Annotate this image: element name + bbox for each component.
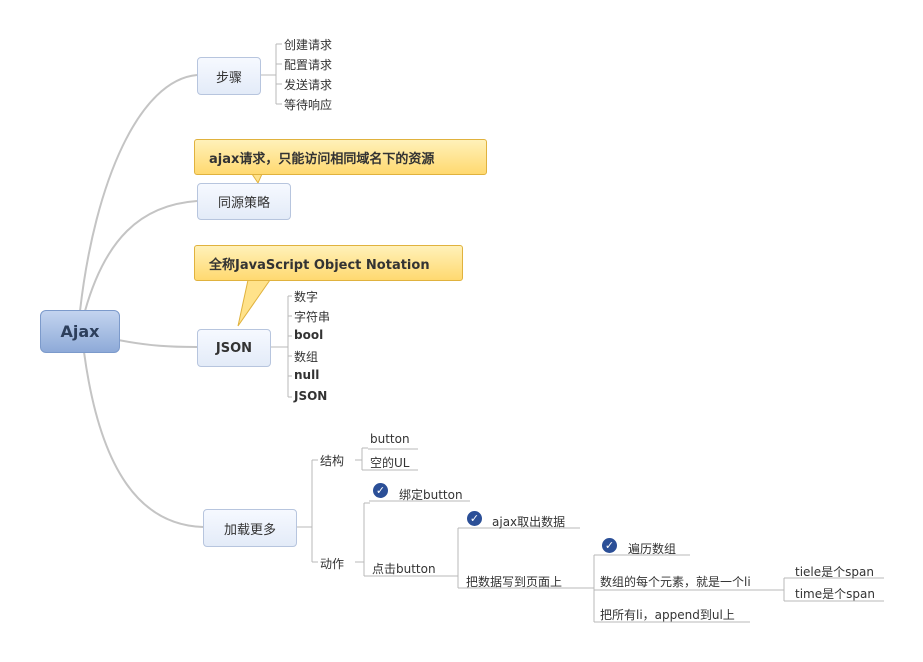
json-json[interactable]: JSON xyxy=(294,389,328,403)
step-create[interactable]: 创建请求 xyxy=(284,38,333,52)
json-array[interactable]: 数组 xyxy=(294,350,319,364)
action-append-all[interactable]: 把所有li，append到ul上 xyxy=(600,608,735,622)
note-json[interactable]: 全称JavaScript Object Notation xyxy=(194,245,463,281)
note-same-origin[interactable]: ajax请求，只能访问相同域名下的资源 xyxy=(194,139,487,175)
step-send[interactable]: 发送请求 xyxy=(284,78,333,92)
action-fetch-data[interactable]: ajax取出数据 xyxy=(492,515,566,529)
topic-load-more[interactable]: 加载更多 xyxy=(203,509,297,547)
step-configure[interactable]: 配置请求 xyxy=(284,58,333,72)
topic-steps[interactable]: 步骤 xyxy=(197,57,261,95)
detail-time-span[interactable]: time是个span xyxy=(795,587,875,601)
root-topic[interactable]: Ajax xyxy=(40,310,120,353)
checkmark-icon: ✓ xyxy=(467,511,482,526)
structure-ul[interactable]: 空的UL xyxy=(370,456,410,470)
action-write-data[interactable]: 把数据写到页面上 xyxy=(466,575,563,589)
topic-json[interactable]: JSON xyxy=(197,329,271,367)
branch-structure[interactable]: 结构 xyxy=(320,454,345,468)
action-click-button[interactable]: 点击button xyxy=(372,562,436,576)
action-each-element[interactable]: 数组的每个元素，就是一个li xyxy=(600,575,751,589)
detail-title-span[interactable]: tiele是个span xyxy=(795,565,874,579)
json-null[interactable]: null xyxy=(294,368,320,382)
action-bind-button[interactable]: 绑定button xyxy=(399,488,463,502)
json-number[interactable]: 数字 xyxy=(294,290,319,304)
step-wait[interactable]: 等待响应 xyxy=(284,98,333,112)
branch-action[interactable]: 动作 xyxy=(320,557,345,571)
checkmark-icon: ✓ xyxy=(602,538,617,553)
structure-button[interactable]: button xyxy=(370,432,410,446)
action-traverse[interactable]: 遍历数组 xyxy=(628,542,677,556)
json-bool[interactable]: bool xyxy=(294,328,324,342)
checkmark-icon: ✓ xyxy=(373,483,388,498)
json-string[interactable]: 字符串 xyxy=(294,310,331,324)
topic-same-origin[interactable]: 同源策略 xyxy=(197,183,291,220)
